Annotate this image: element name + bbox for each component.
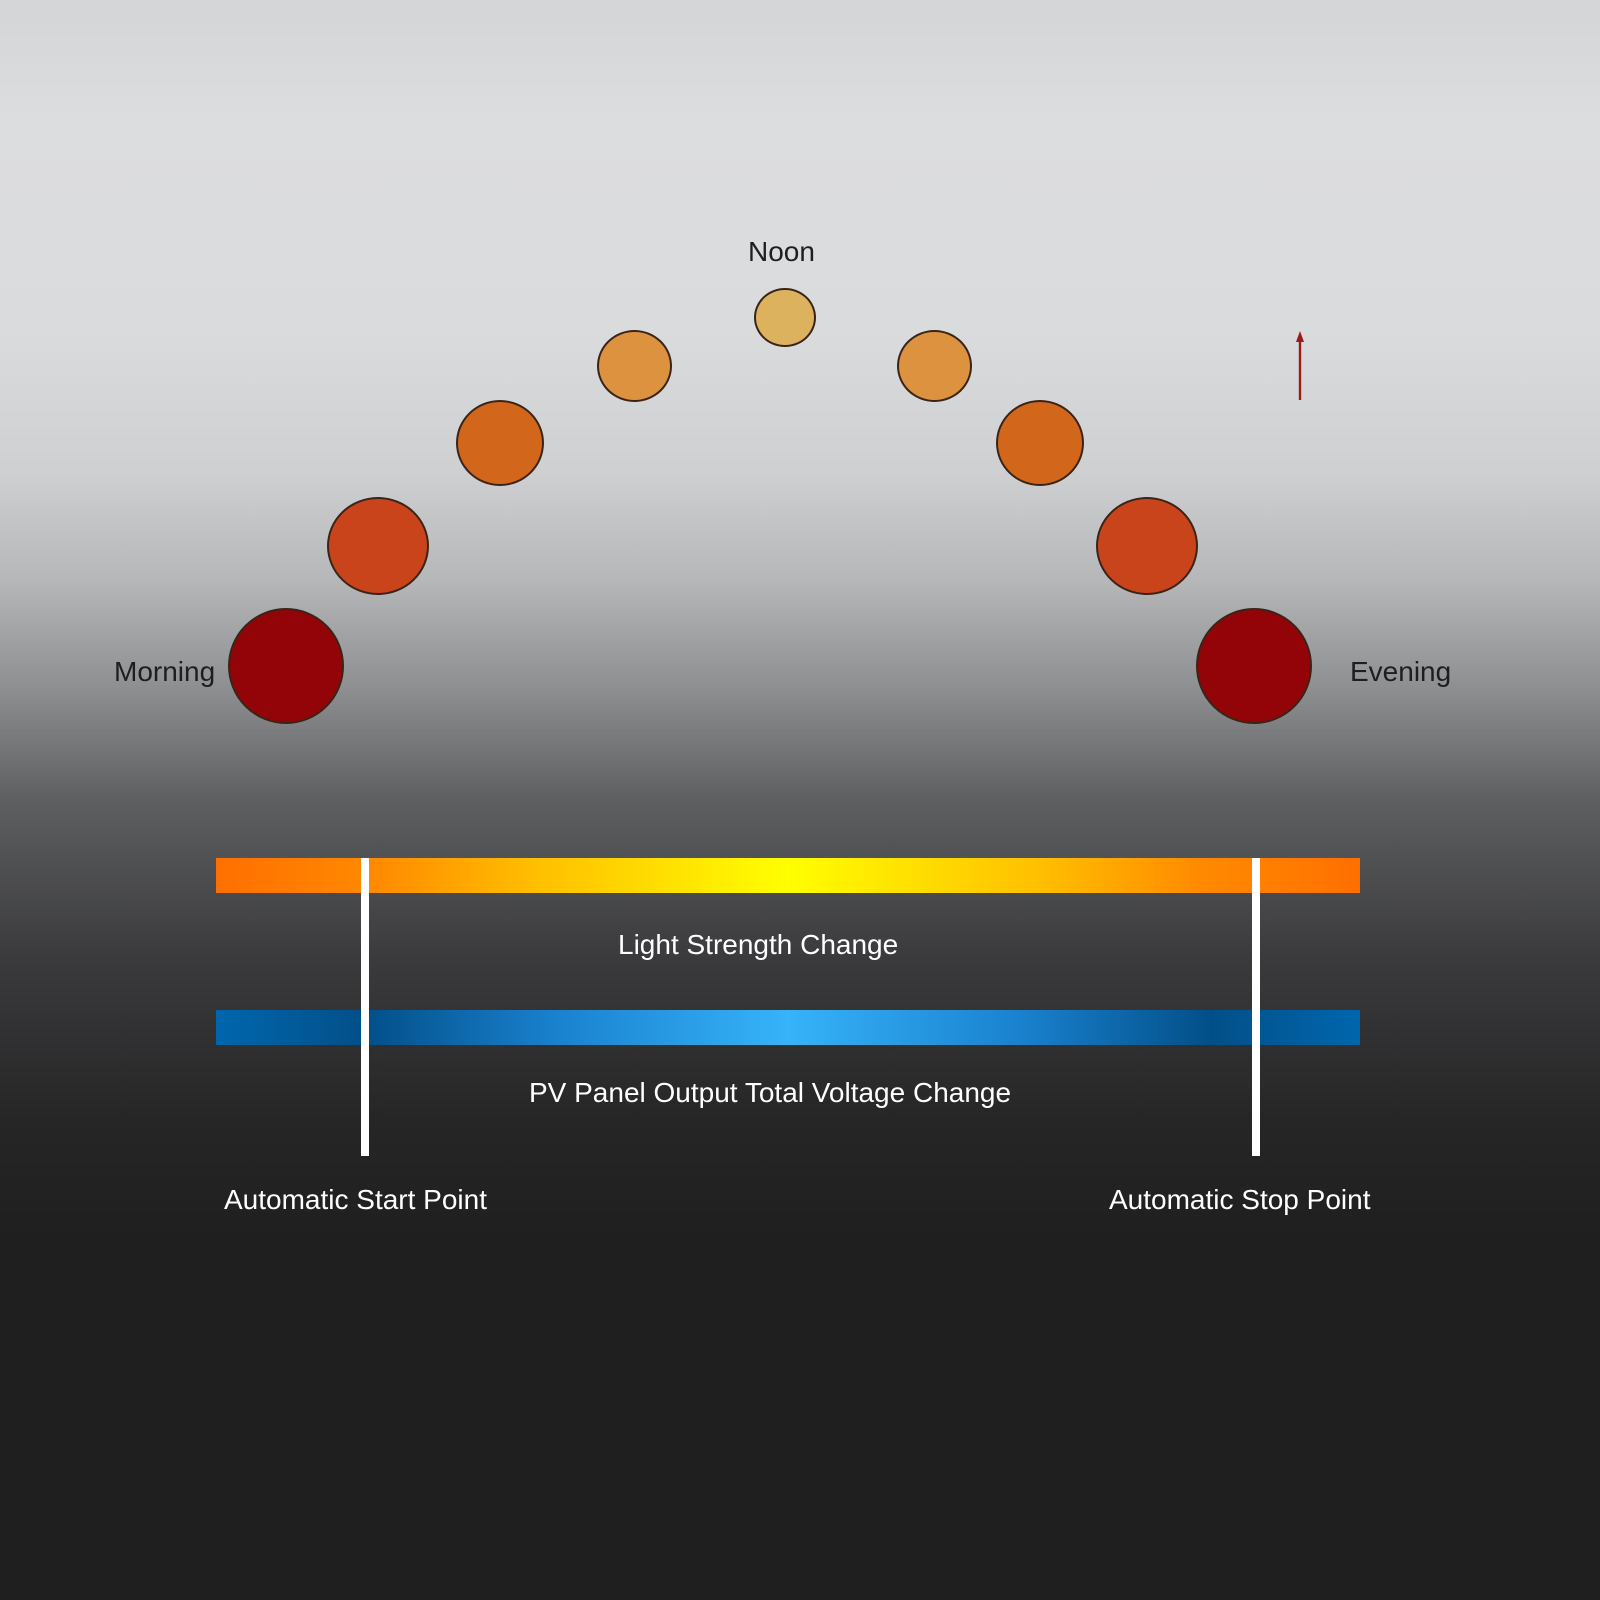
stop-point-marker xyxy=(1252,858,1260,1156)
evening-label: Evening xyxy=(1350,656,1452,687)
start-point-marker xyxy=(361,858,369,1156)
sun-late-morning xyxy=(456,400,544,486)
pv-voltage-label: PV Panel Output Total Voltage Change xyxy=(529,1077,1012,1108)
sun-evening xyxy=(1196,608,1312,724)
sun-early-afternoon xyxy=(996,400,1084,486)
light-strength-bar xyxy=(216,858,1360,893)
sun-noon xyxy=(754,288,816,347)
sun-late-afternoon xyxy=(1096,497,1198,595)
sun-mid-morning xyxy=(327,497,429,595)
stop-point-label: Automatic Stop Point xyxy=(1109,1184,1371,1215)
morning-label: Morning xyxy=(114,656,216,687)
up-arrow-icon xyxy=(1296,331,1304,400)
sun-morning xyxy=(228,608,344,724)
noon-label: Noon xyxy=(748,236,815,267)
pv-voltage-bar xyxy=(216,1010,1360,1045)
sun-before-noon xyxy=(597,330,672,402)
start-point-label: Automatic Start Point xyxy=(224,1184,488,1215)
light-strength-label: Light Strength Change xyxy=(618,929,899,960)
sun-after-noon xyxy=(897,330,972,402)
